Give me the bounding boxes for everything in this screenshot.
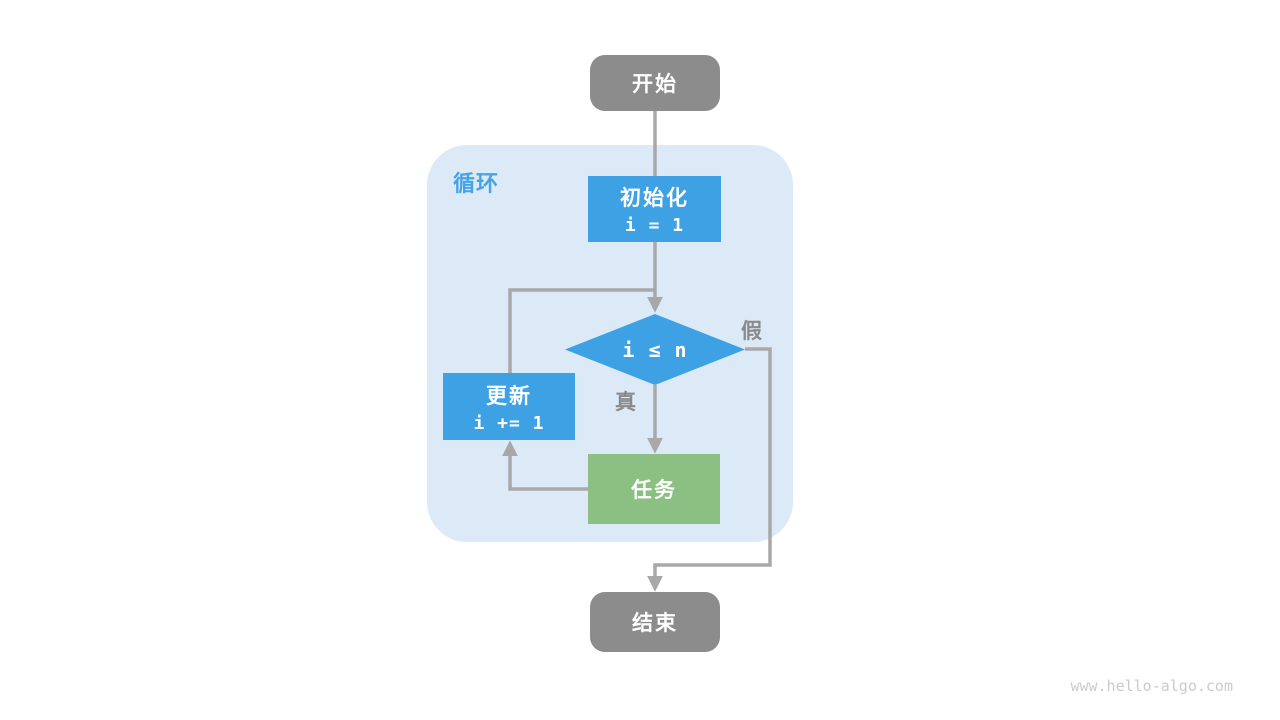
node-init-code: i = 1: [624, 215, 685, 236]
edge-label-false: 假: [741, 320, 763, 343]
node-update-code: i += 1: [473, 412, 545, 434]
node-task: 任务: [588, 454, 720, 524]
node-task-label: 任务: [631, 479, 677, 502]
node-init-label: 初始化: [620, 187, 689, 210]
node-condition-code: i ≤ n: [622, 337, 688, 362]
watermark: www.hello-algo.com: [1070, 677, 1233, 695]
node-end-label: 结束: [632, 612, 678, 635]
node-update: 更新 i += 1: [443, 373, 575, 440]
edge-task-to-update: [502, 440, 588, 491]
node-start: 开始: [590, 55, 720, 111]
loop-label: 循环: [453, 171, 500, 196]
node-end: 结束: [590, 592, 720, 652]
edge-label-true: 真: [615, 391, 637, 414]
edge-update-to-condition: [508, 288, 655, 373]
node-start-label: 开始: [632, 73, 678, 96]
node-update-label: 更新: [486, 384, 532, 408]
edge-condition-false-to-end: [647, 347, 772, 592]
node-init: 初始化 i = 1: [588, 176, 721, 242]
